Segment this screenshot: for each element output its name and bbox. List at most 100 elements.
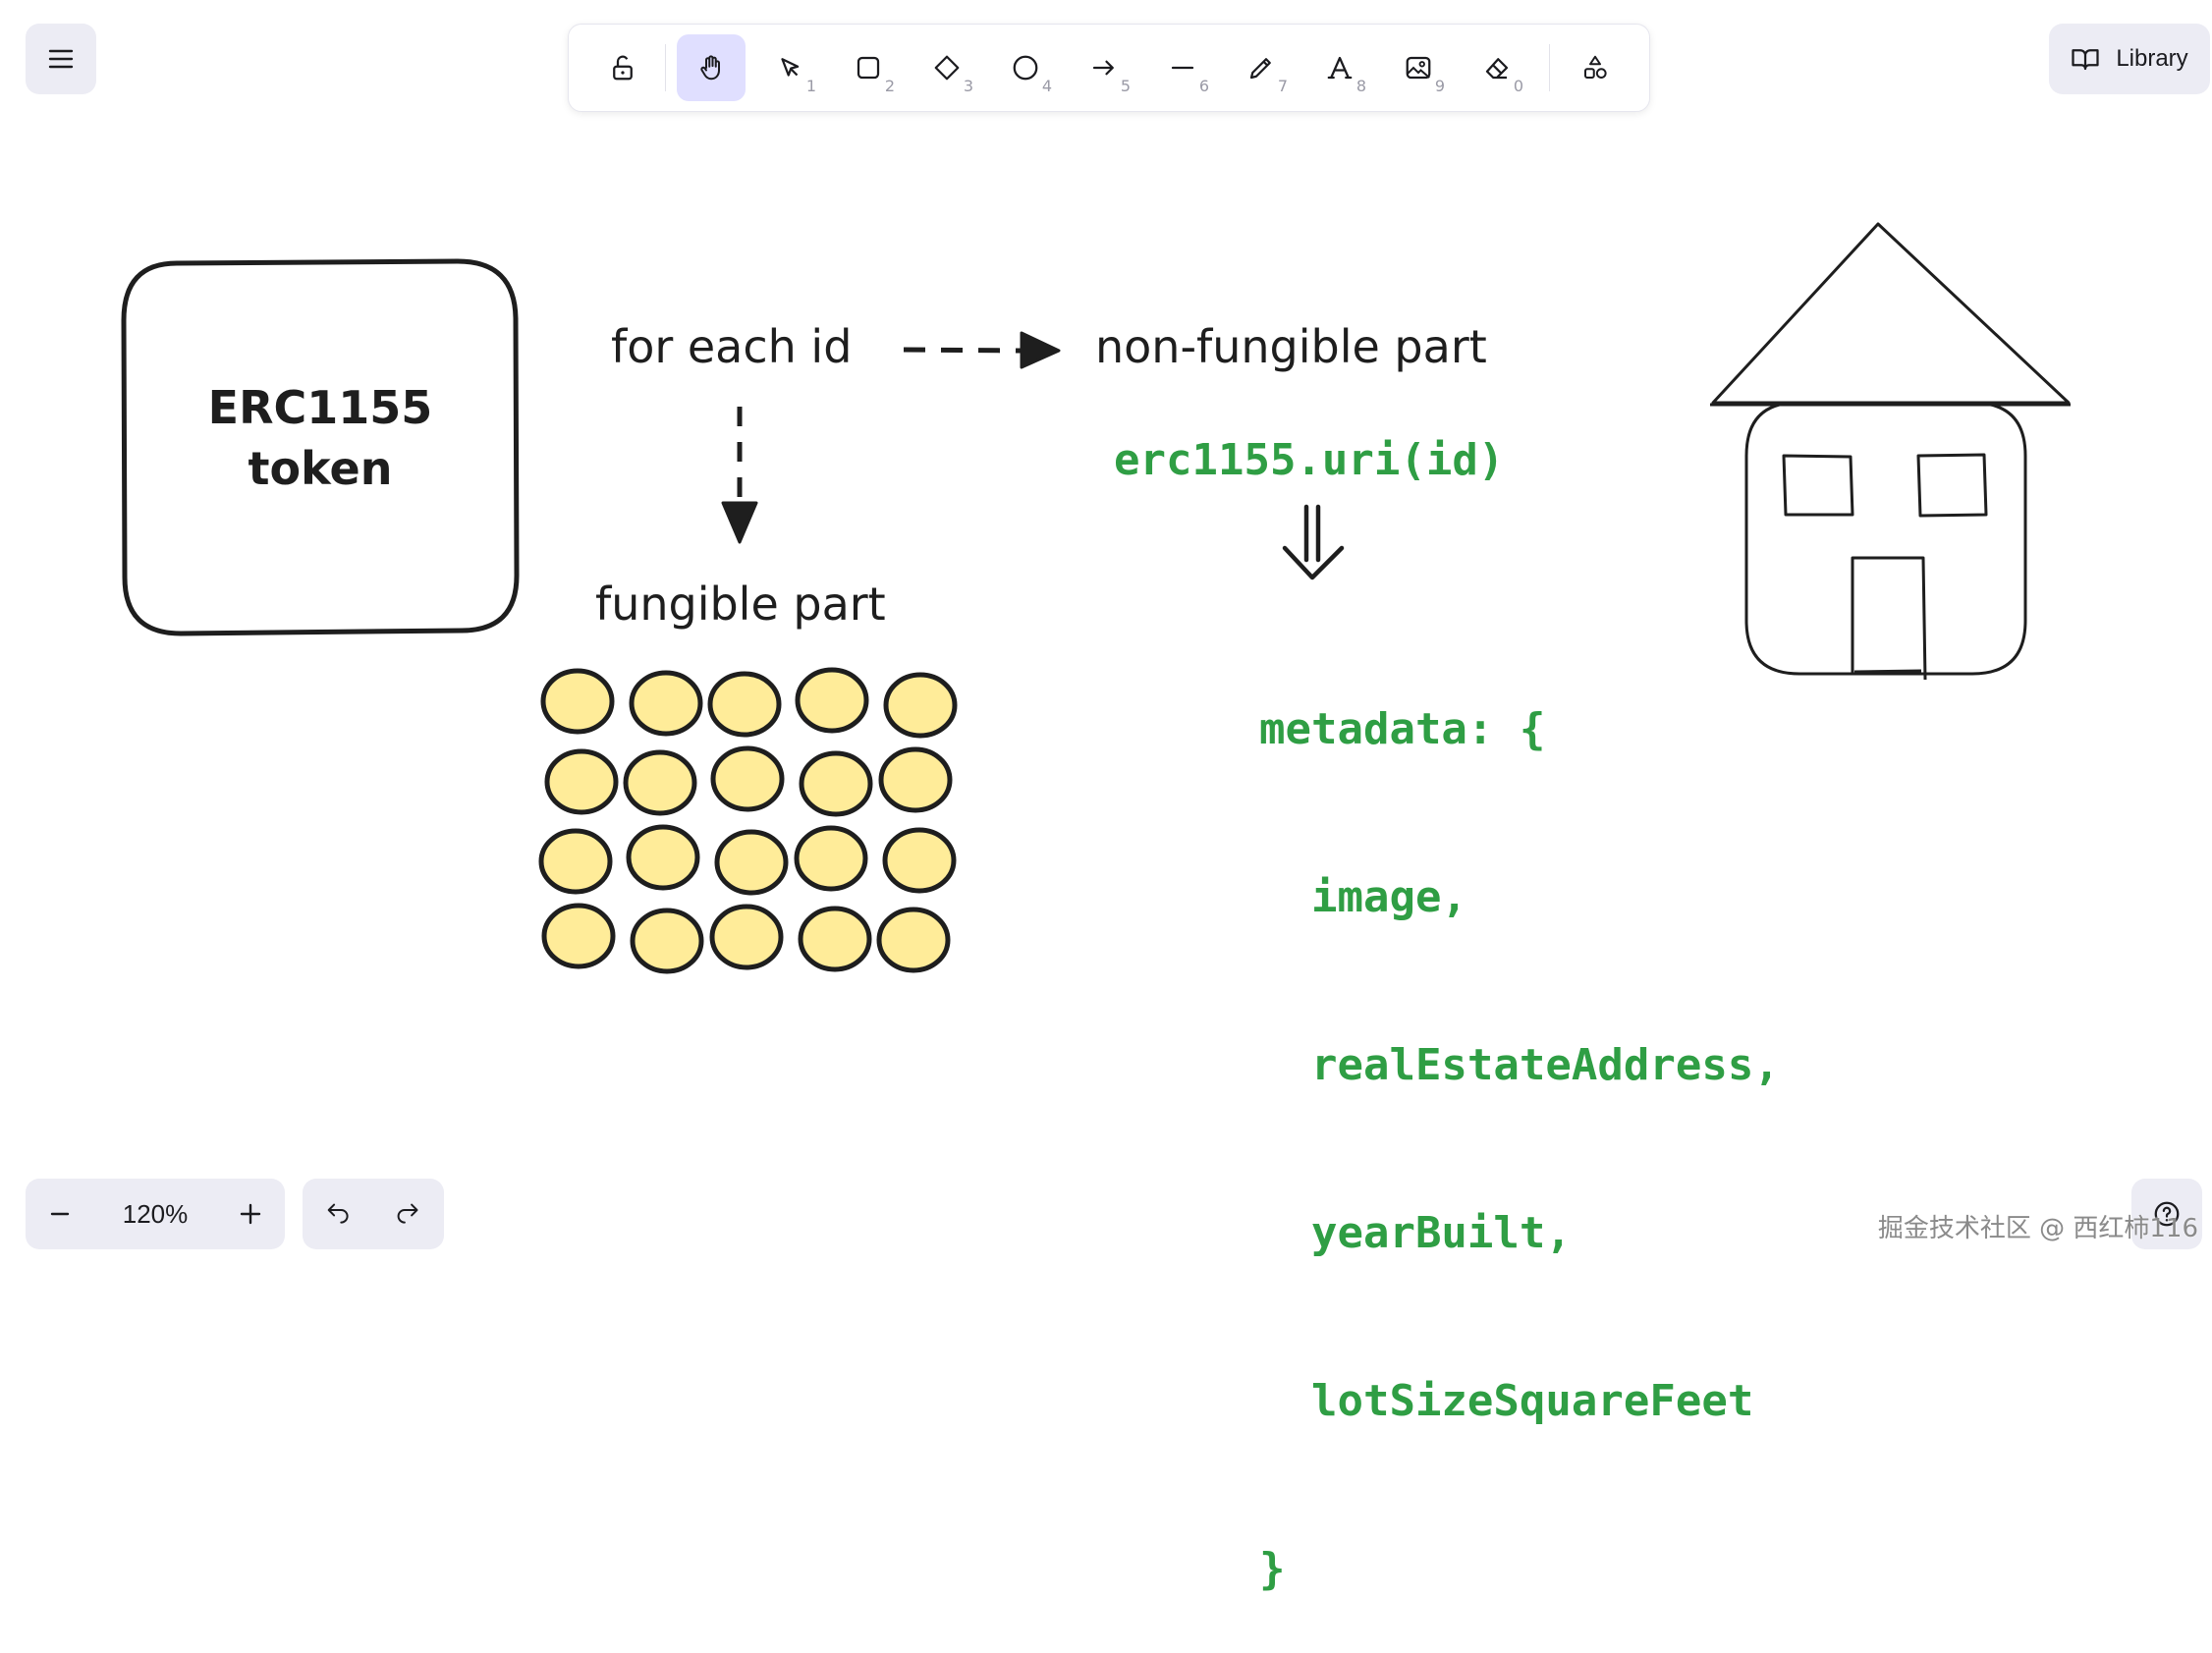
arrowhead-right: [1020, 331, 1061, 369]
metadata-line: lotSizeSquareFeet: [1259, 1376, 1754, 1426]
dashed-arrow-right[interactable]: [903, 347, 1023, 354]
uri-call-text[interactable]: erc1155.uri(id): [1114, 435, 1505, 485]
unlock-icon: [613, 55, 633, 81]
arrow-icon: [1092, 60, 1114, 76]
coin[interactable]: [544, 748, 619, 815]
zoom-out-button[interactable]: [26, 1179, 94, 1249]
toolbar-separator: [1549, 44, 1550, 91]
non-fungible-label[interactable]: non-fungible part: [1095, 320, 1487, 373]
redo-icon: [397, 1203, 418, 1224]
diamond-icon: [934, 55, 960, 81]
pointer-icon: [781, 58, 800, 77]
zoom-in-button[interactable]: [216, 1179, 285, 1249]
tool-hand[interactable]: [677, 34, 746, 101]
arrowhead-down: [721, 501, 758, 544]
undo-icon: [327, 1203, 349, 1224]
circle-icon: [1013, 55, 1038, 81]
coin[interactable]: [709, 904, 784, 970]
coin[interactable]: [623, 749, 697, 816]
tool-ellipse[interactable]: 4: [991, 34, 1060, 101]
hamburger-icon: [48, 49, 74, 69]
redo-button[interactable]: [373, 1179, 444, 1249]
implies-arrow[interactable]: [1282, 504, 1345, 580]
coin[interactable]: [541, 903, 616, 969]
tool-diamond[interactable]: 3: [912, 34, 981, 101]
token-box[interactable]: [121, 258, 520, 636]
coin[interactable]: [714, 829, 789, 896]
text-icon: [1327, 56, 1353, 80]
tool-rectangle[interactable]: 2: [834, 34, 903, 101]
undo-button[interactable]: [303, 1179, 373, 1249]
tool-lock[interactable]: [588, 34, 657, 101]
plus-icon: [240, 1203, 261, 1225]
coin[interactable]: [882, 827, 957, 894]
help-button[interactable]: [2131, 1179, 2202, 1249]
metadata-block[interactable]: metadata: { image, realEstateAddress, ye…: [1259, 589, 1780, 1653]
shapes-icon: [1584, 55, 1607, 79]
coin-grid: [538, 667, 958, 974]
tool-shortcut: 5: [1120, 77, 1131, 95]
tool-line[interactable]: 6: [1148, 34, 1217, 101]
library-button[interactable]: Library: [2049, 24, 2210, 94]
coin[interactable]: [710, 745, 785, 812]
coin[interactable]: [630, 908, 704, 974]
hand-icon: [700, 55, 720, 81]
help-icon: [2154, 1201, 2180, 1227]
tool-shortcut: 4: [1041, 77, 1052, 95]
fungible-label[interactable]: fungible part: [595, 578, 886, 631]
tool-shortcut: 6: [1198, 77, 1209, 95]
coin[interactable]: [629, 670, 703, 737]
tool-shortcut: 2: [884, 77, 895, 95]
history-controls: [303, 1179, 444, 1249]
coin[interactable]: [626, 824, 700, 891]
token-label-line1: ERC1155: [207, 381, 433, 434]
token-label[interactable]: ERC1155 token: [124, 377, 517, 499]
coin[interactable]: [540, 668, 615, 735]
token-label-line2: token: [248, 442, 393, 495]
tool-selection[interactable]: 1: [755, 34, 824, 101]
coin[interactable]: [876, 907, 951, 973]
tool-eraser[interactable]: 0: [1463, 34, 1531, 101]
tool-shortcut: 9: [1434, 77, 1445, 95]
tool-shortcut: 1: [805, 77, 816, 95]
coin[interactable]: [707, 671, 782, 738]
main-menu-button[interactable]: [26, 24, 96, 94]
tool-more-shapes[interactable]: [1561, 34, 1630, 101]
coin[interactable]: [883, 672, 958, 739]
tool-arrow[interactable]: 5: [1070, 34, 1138, 101]
zoom-controls: 120%: [26, 1179, 285, 1249]
coin[interactable]: [794, 825, 868, 892]
minus-icon: [50, 1212, 70, 1216]
zoom-level[interactable]: 120%: [122, 1198, 189, 1229]
metadata-line: realEstateAddress,: [1259, 1040, 1780, 1090]
pencil-icon: [1249, 58, 1271, 80]
coin[interactable]: [878, 746, 953, 813]
coin[interactable]: [799, 750, 873, 817]
metadata-line: yearBuilt,: [1259, 1208, 1572, 1258]
eraser-icon: [1485, 58, 1509, 80]
metadata-line: metadata: {: [1259, 704, 1546, 754]
coin[interactable]: [798, 906, 872, 972]
tool-shortcut: 7: [1277, 77, 1288, 95]
metadata-line: }: [1259, 1544, 1286, 1594]
coin[interactable]: [538, 828, 613, 895]
book-icon: [2072, 49, 2099, 71]
library-label: Library: [2116, 45, 2188, 72]
tool-shortcut: 3: [963, 77, 973, 95]
house-drawing[interactable]: [1710, 222, 2071, 681]
tool-shortcut: 0: [1513, 77, 1523, 95]
for-each-id-label[interactable]: for each id: [611, 320, 853, 373]
coin[interactable]: [795, 667, 869, 734]
toolbar-separator: [665, 44, 666, 91]
tool-shortcut: 8: [1355, 77, 1366, 95]
canvas[interactable]: [0, 0, 2212, 1267]
metadata-line: image,: [1259, 872, 1467, 922]
tool-image[interactable]: 9: [1384, 34, 1453, 101]
line-icon: [1171, 66, 1194, 70]
shapes-toolbar: 1 2 3 4 5 6 7 8 9 0: [568, 24, 1650, 112]
image-icon: [1406, 56, 1431, 80]
tool-text[interactable]: 8: [1305, 34, 1374, 101]
watermark: 掘金技术社区 @ 西红柿116: [1877, 1214, 2198, 1243]
rectangle-icon: [857, 56, 880, 80]
tool-draw[interactable]: 7: [1227, 34, 1296, 101]
